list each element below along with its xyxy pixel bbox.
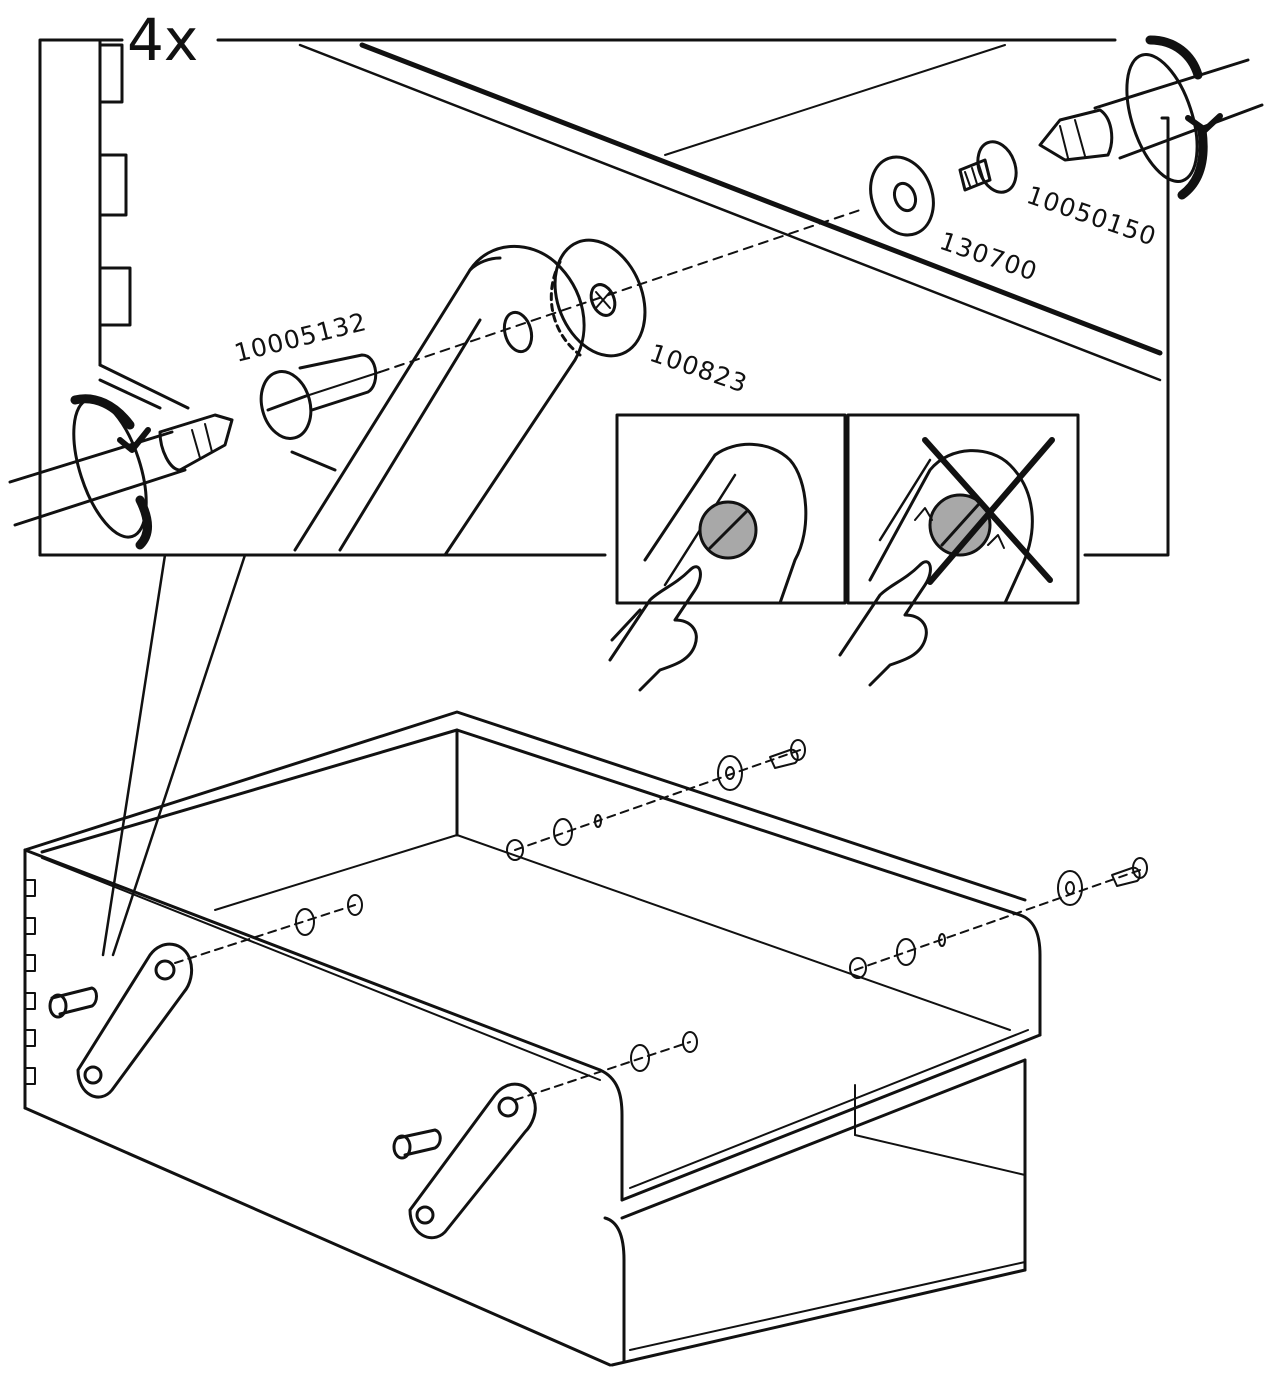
detail-cabinet-panel: [98, 38, 1163, 472]
drawer-body: [23, 710, 1042, 1367]
drawer-handle-right: [392, 1082, 537, 1240]
zoom-callout: [101, 553, 247, 957]
flathead-screwdriver-icon: [8, 394, 234, 550]
drawer-hardware: [174, 739, 1148, 1101]
part-label-washer: 130700: [936, 226, 1041, 286]
crossed-out-icon: [922, 437, 1053, 583]
washer-part: [869, 155, 935, 237]
inset-incorrect: [838, 413, 1080, 687]
phillips-screwdriver-icon: [1038, 35, 1264, 200]
detail-handle-arm: [293, 244, 586, 557]
drawer-handle-left: [48, 942, 194, 1099]
quantity-label: 4x: [127, 6, 198, 74]
screw-part: [958, 140, 1018, 194]
pin-part: [259, 353, 378, 440]
detail-frame: [38, 38, 1170, 557]
inset-correct: [608, 413, 847, 692]
part-label-screw: 10050150: [1023, 180, 1160, 251]
part-label-bushing: 100823: [646, 338, 751, 398]
assembly-axis: [379, 209, 861, 373]
pin-axis: [299, 371, 381, 399]
